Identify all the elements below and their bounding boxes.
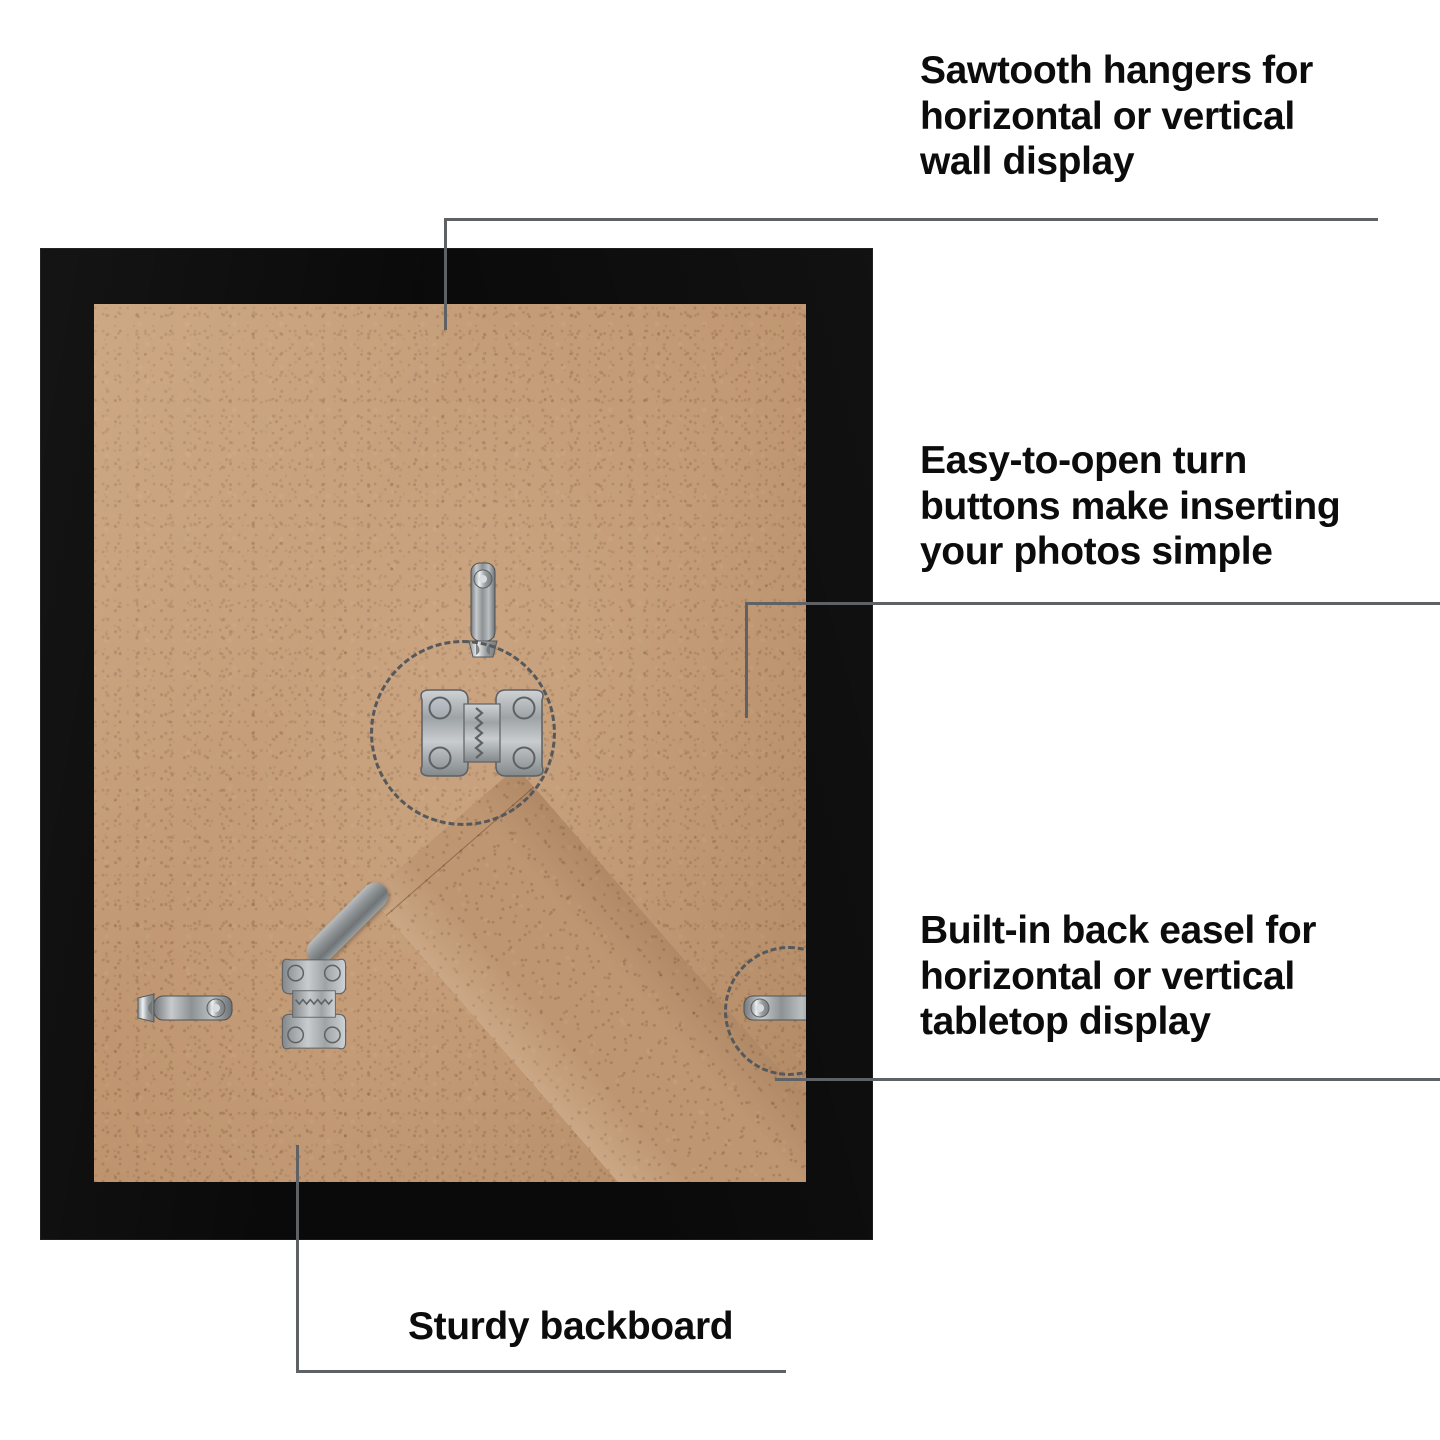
picture-frame-back <box>40 248 873 1240</box>
backboard <box>94 304 806 1182</box>
sawtooth-hanger-left <box>281 958 347 1050</box>
leader-line-turnbutton-vertical <box>745 602 748 718</box>
callout-turn-buttons-text: Easy-to-open turn buttons make inserting… <box>920 439 1341 574</box>
callout-sawtooth-hangers: Sawtooth hangers for horizontal or verti… <box>920 48 1420 185</box>
callout-back-easel: Built-in back easel for horizontal or ve… <box>920 908 1420 1045</box>
leader-line-turnbutton-horizontal <box>745 602 1440 605</box>
callout-sawtooth-hangers-text: Sawtooth hangers for horizontal or verti… <box>920 49 1313 184</box>
leader-line-easel <box>775 1078 1440 1081</box>
leader-line-sawtooth-horizontal <box>444 218 1378 221</box>
callout-back-easel-text: Built-in back easel for horizontal or ve… <box>920 909 1317 1044</box>
callout-sturdy-backboard-text: Sturdy backboard <box>408 1305 734 1348</box>
leader-line-backboard-vertical <box>296 1145 299 1373</box>
highlight-sawtooth-top <box>370 640 556 826</box>
turn-button-left <box>137 993 233 1023</box>
callout-turn-buttons: Easy-to-open turn buttons make inserting… <box>920 438 1420 575</box>
leader-line-backboard-horizontal <box>296 1370 786 1373</box>
leader-line-sawtooth-vertical <box>444 218 447 330</box>
